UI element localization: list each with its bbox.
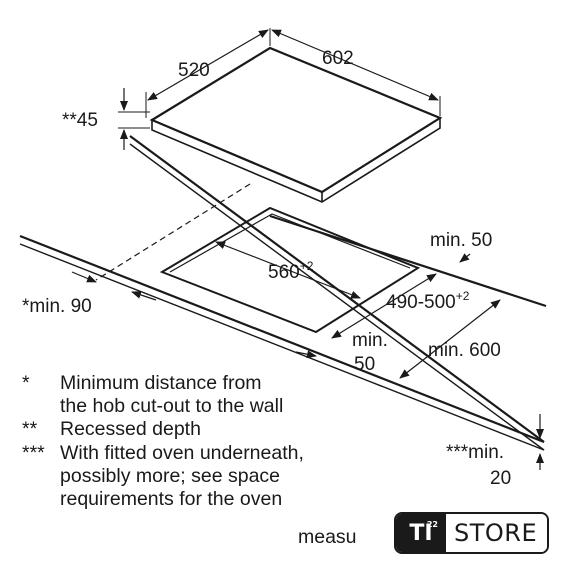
store-name: STORE: [446, 514, 548, 552]
dim-label-front-min-b: 50: [354, 354, 375, 375]
note-text-tail: measu: [298, 526, 357, 548]
projection-dashed-line: [95, 183, 251, 281]
legend-notes: * Minimum distance from the hob cut-out …: [22, 372, 382, 511]
note-1: * Minimum distance from: [22, 372, 382, 395]
store-logo-text: TI: [409, 520, 433, 546]
dim-label-oven-min-a: ***min.: [446, 442, 504, 463]
dim-line-back-min: [459, 253, 471, 263]
dim-line-490-500: [331, 273, 437, 339]
store-badge: TI 22 STORE: [394, 512, 550, 554]
store-logo-superscript: 22: [426, 520, 438, 529]
cutout-outline: [159, 206, 421, 334]
dim-label-wall-min: *min. 90: [22, 296, 92, 317]
dim-label-recess: **45: [62, 110, 98, 131]
note-text: the hob cut-out to the wall: [60, 395, 284, 418]
dim-line-520: [147, 29, 269, 101]
note-2: ** Recessed depth: [22, 418, 382, 441]
dim-label-front-min-a: min.: [352, 330, 388, 351]
note-mark: *: [22, 372, 30, 394]
dim-label-560: 560+2: [268, 259, 314, 283]
dim-line-worktop-min: [399, 299, 501, 379]
note-text: possibly more; see space: [60, 464, 281, 487]
store-logo-icon: TI 22: [396, 514, 446, 552]
note-3: *** With fitted oven underneath,: [22, 442, 382, 465]
dim-label-602: 602: [322, 48, 354, 69]
dim-line-wall-min: [71, 271, 97, 283]
recess-dimension: [118, 88, 150, 150]
hob-extension-lines: [145, 28, 441, 118]
note-mark: **: [22, 418, 38, 441]
dim-label-520: 520: [178, 60, 210, 81]
dim-line-602: [271, 29, 439, 101]
dim-line-wall-min-2: [131, 291, 157, 301]
note-text: With fitted oven underneath,: [60, 441, 304, 464]
note-text: requirements for the oven: [60, 488, 283, 511]
dim-label-worktop-min: min. 600: [428, 340, 501, 361]
dim-label-490-500: 490-500+2: [386, 289, 470, 313]
note-text: Recessed depth: [60, 418, 201, 441]
dim-line-front-min: [295, 350, 317, 359]
dim-label-oven-min-b: 20: [490, 468, 511, 489]
dim-label-back-min: min. 50: [430, 230, 492, 251]
note-text: Minimum distance from: [60, 372, 262, 394]
note-mark: ***: [22, 441, 45, 464]
